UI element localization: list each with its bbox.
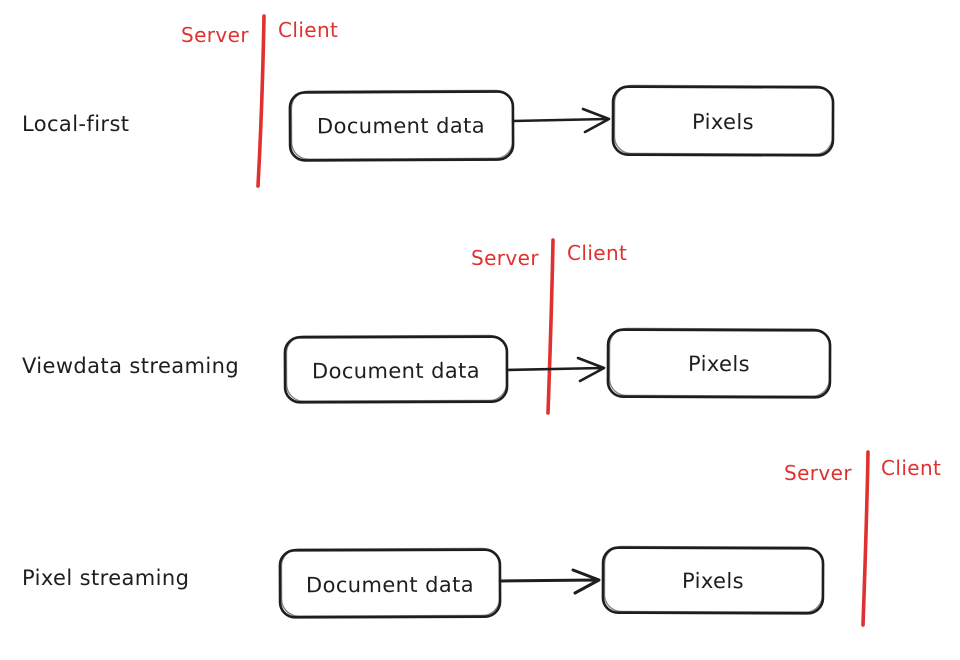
document-data-box-label: Document data xyxy=(317,114,485,139)
row-pixel-streaming: Server Client Pixel streaming Document d… xyxy=(22,450,941,627)
document-data-box-label: Document data xyxy=(306,573,474,598)
server-zone-label: Server xyxy=(784,461,852,485)
row-label: Pixel streaming xyxy=(22,566,189,590)
row-label: Local-first xyxy=(22,112,129,136)
document-data-box: Document data xyxy=(288,89,515,162)
document-data-box: Document data xyxy=(278,547,502,619)
client-zone-label: Client xyxy=(881,456,941,480)
pixels-box: Pixels xyxy=(611,84,835,157)
pixels-box-label: Pixels xyxy=(692,110,754,134)
row-viewdata-streaming: Server Client Viewdata streaming Documen… xyxy=(22,238,832,415)
pixels-box-label: Pixels xyxy=(688,352,750,376)
pixels-box: Pixels xyxy=(601,545,825,615)
flow-arrow xyxy=(498,568,601,595)
document-data-box: Document data xyxy=(283,334,509,404)
row-label: Viewdata streaming xyxy=(22,354,239,378)
document-data-box-label: Document data xyxy=(312,359,480,384)
client-zone-label: Client xyxy=(278,18,338,42)
pixels-box-label: Pixels xyxy=(682,569,744,593)
flow-arrow xyxy=(511,107,611,134)
pixels-box: Pixels xyxy=(606,327,832,399)
server-client-divider-line xyxy=(546,238,555,415)
server-client-divider-line xyxy=(256,14,266,188)
server-client-divider-line xyxy=(861,450,870,627)
server-zone-label: Server xyxy=(181,23,249,47)
server-zone-label: Server xyxy=(471,246,539,270)
flow-arrow xyxy=(505,356,606,383)
row-local-first: Server Client Local-first Document data … xyxy=(22,14,835,188)
client-zone-label: Client xyxy=(567,241,627,265)
